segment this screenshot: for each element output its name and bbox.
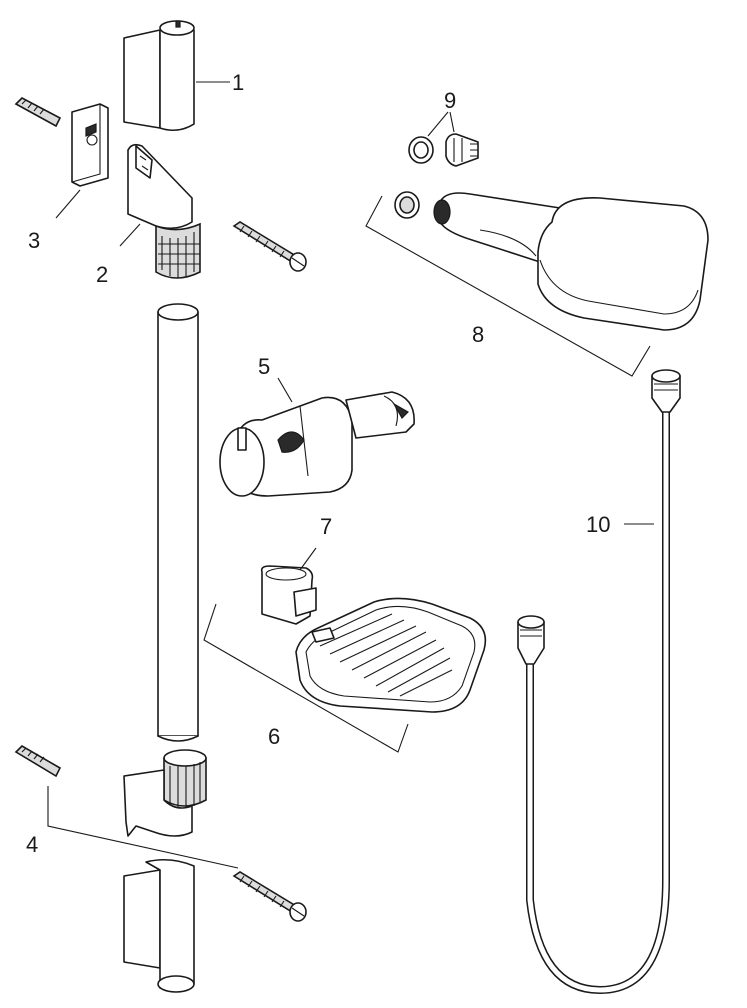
hand-shower xyxy=(433,192,709,331)
callout-1: 1 xyxy=(232,70,244,95)
shower-slider xyxy=(219,391,415,497)
slide-rail xyxy=(157,303,199,742)
wall-plate xyxy=(71,103,109,187)
callout-8: 8 xyxy=(472,322,484,347)
bottom-bracket-cover xyxy=(123,858,195,993)
callout-9: 9 xyxy=(444,88,456,113)
seal-ring xyxy=(408,136,434,164)
callout-6: 6 xyxy=(268,724,280,749)
bracket-4 xyxy=(47,786,239,869)
wall-plug-bottom xyxy=(14,744,62,778)
upper-mount-bracket xyxy=(127,143,201,279)
soap-dish xyxy=(295,597,487,713)
flow-restrictor xyxy=(445,133,479,167)
screw-bottom xyxy=(232,871,307,922)
soap-dish-clip xyxy=(260,565,317,625)
callout-7: 7 xyxy=(320,514,332,539)
callout-3-leader xyxy=(55,189,81,219)
callout-2-leader xyxy=(119,223,141,247)
callout-5: 5 xyxy=(258,354,270,379)
callout-5-leader xyxy=(277,377,293,403)
lower-mount-bracket xyxy=(123,749,207,837)
callout-2: 2 xyxy=(96,262,108,287)
callout-9-leader-b xyxy=(449,111,455,133)
callout-4: 4 xyxy=(26,832,38,857)
shower-filter xyxy=(394,191,420,219)
bracket-6 xyxy=(203,603,409,753)
shower-hose xyxy=(517,369,681,995)
top-bracket-cover xyxy=(123,20,195,132)
bracket-8 xyxy=(365,195,651,377)
callout-9-leader-a xyxy=(427,111,449,137)
wall-plug-top xyxy=(14,97,62,128)
callout-3: 3 xyxy=(28,228,40,253)
callout-7-leader xyxy=(299,547,317,571)
screw-top xyxy=(232,221,307,272)
callout-10: 10 xyxy=(586,512,610,537)
